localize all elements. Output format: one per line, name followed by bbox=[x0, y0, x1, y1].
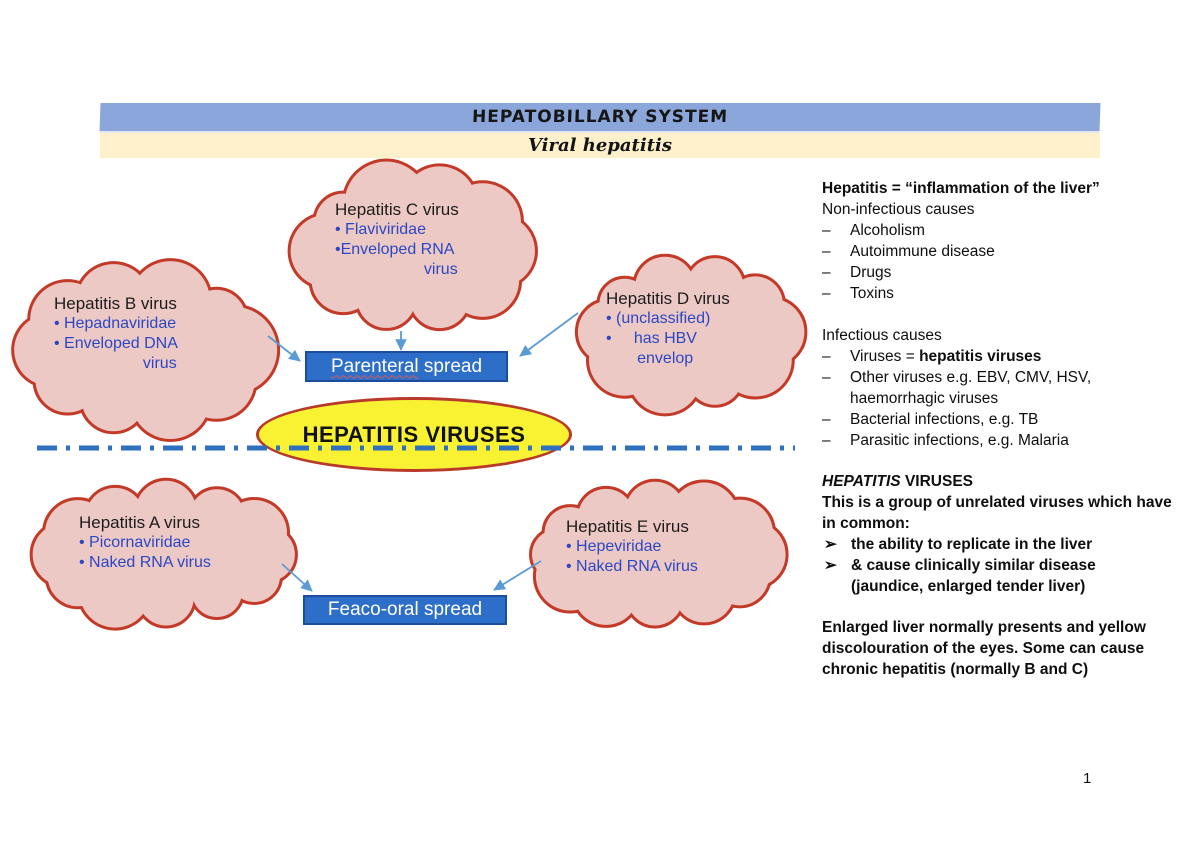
feaco-oral-spread-box: Feaco-oral spread bbox=[303, 595, 507, 625]
list-item: – Drugs bbox=[822, 262, 1172, 283]
spacer bbox=[822, 304, 1172, 325]
cloud-bullet: virus bbox=[335, 261, 458, 278]
list-item-text: Parasitic infections, e.g. Malaria bbox=[850, 432, 1069, 449]
cloud-hepatitis-c: Hepatitis C virus • Flaviviridae •Envelo… bbox=[287, 158, 538, 336]
cloud-title: Hepatitis C virus bbox=[335, 200, 459, 219]
cloud-hepatitis-a: Hepatitis A virus • Picornaviridae • Nak… bbox=[29, 477, 298, 631]
hepatitis-viruses-label: HEPATITIS VIRUSES bbox=[302, 421, 526, 447]
list-item: – Parasitic infections, e.g. Malaria bbox=[822, 430, 1172, 451]
list-item: – Viruses = hepatitis viruses bbox=[822, 346, 1172, 367]
cloud-bullet: virus bbox=[54, 355, 177, 372]
dash-bullet: – bbox=[822, 243, 831, 260]
cloud-hepatitis-b-text: Hepatitis B virus • Hepadnaviridae • Env… bbox=[54, 293, 178, 374]
cloud-title: Hepatitis A virus bbox=[79, 513, 200, 532]
hepatitis-definition: Hepatitis = “inflammation of the liver” bbox=[822, 180, 1100, 197]
list-item-text: Autoimmune disease bbox=[850, 243, 995, 260]
closing-paragraph: Enlarged liver normally presents and yel… bbox=[822, 619, 1146, 678]
cloud-shape bbox=[29, 477, 298, 631]
cloud-bullet: • Flaviviridae bbox=[335, 221, 426, 238]
dash-bullet: – bbox=[822, 264, 831, 281]
dash-bullet: – bbox=[822, 348, 831, 365]
cloud-bullet: •Enveloped RNA bbox=[335, 241, 455, 258]
hv-section-body: This is a group of unrelated viruses whi… bbox=[822, 494, 1172, 532]
cloud-bullet: • Hepeviridae bbox=[566, 538, 662, 555]
dash-bullet: – bbox=[822, 222, 831, 239]
cloud-hepatitis-c-text: Hepatitis C virus • Flaviviridae •Envelo… bbox=[335, 199, 459, 280]
cloud-hepatitis-d: Hepatitis D virus • (unclassified) • has… bbox=[574, 251, 808, 417]
cloud-bullet: • Naked RNA virus bbox=[566, 558, 698, 575]
list-item-text: Other viruses e.g. EBV, CMV, HSV, haemor… bbox=[850, 369, 1092, 407]
list-item: – Bacterial infections, e.g. TB bbox=[822, 409, 1172, 430]
spacer bbox=[822, 597, 1172, 617]
page-title: HEPATOBILLARY SYSTEM bbox=[471, 107, 729, 127]
list-item: – Alcoholism bbox=[822, 220, 1172, 241]
cloud-bullet: envelop bbox=[606, 350, 694, 367]
dash-bullet: – bbox=[822, 285, 831, 302]
header-title-band: HEPATOBILLARY SYSTEM bbox=[99, 103, 1101, 133]
hepatitis-viruses-ellipse: HEPATITIS VIRUSES bbox=[256, 397, 572, 472]
arrow-bullet: ➢ bbox=[824, 536, 837, 553]
parenteral-label: Parenteral bbox=[330, 355, 419, 377]
arrow-list-item: ➢ the ability to replicate in the liver bbox=[822, 534, 1172, 555]
arrow-bullet: ➢ bbox=[824, 557, 837, 574]
list-item-text: Viruses = hepatitis viruses bbox=[850, 348, 1042, 365]
list-item-text: Drugs bbox=[850, 264, 892, 281]
feaco-oral-label: Feaco-oral spread bbox=[327, 599, 483, 620]
cloud-shape bbox=[529, 478, 789, 629]
header-subtitle-band: Viral hepatitis bbox=[100, 133, 1100, 158]
cloud-bullet: • (unclassified) bbox=[606, 310, 711, 327]
right-text-panel: Hepatitis = “inflammation of the liver” … bbox=[822, 178, 1172, 680]
arrow-item-text: the ability to replicate in the liver bbox=[851, 536, 1093, 553]
list-item-text: Alcoholism bbox=[850, 222, 925, 239]
cloud-title: Hepatitis D virus bbox=[606, 289, 730, 308]
cloud-bullet: • Enveloped DNA bbox=[54, 335, 178, 352]
cloud-hepatitis-e-text: Hepatitis E virus • Hepeviridae • Naked … bbox=[566, 516, 698, 577]
cloud-shape bbox=[574, 253, 808, 417]
cloud-bullet: • Hepadnaviridae bbox=[54, 315, 177, 332]
page-subtitle: Viral hepatitis bbox=[528, 135, 672, 156]
cloud-bullet: • has HBV bbox=[606, 330, 697, 347]
cloud-shape bbox=[287, 158, 538, 332]
cloud-hepatitis-b: Hepatitis B virus • Hepadnaviridae • Env… bbox=[11, 258, 281, 442]
list-item-text: Bacterial infections, e.g. TB bbox=[850, 411, 1039, 428]
parenteral-spread-box: Parenteral spread bbox=[305, 351, 508, 382]
list-item-text: Toxins bbox=[850, 285, 894, 302]
cloud-shape bbox=[11, 258, 281, 442]
spacer bbox=[822, 451, 1172, 471]
parenteral-label-rest: spread bbox=[418, 355, 483, 377]
page-number: 1 bbox=[1083, 770, 1092, 787]
cloud-hepatitis-d-text: Hepatitis D virus • (unclassified) • has… bbox=[606, 288, 730, 369]
cloud-bullet: • Naked RNA virus bbox=[79, 554, 211, 571]
cloud-bullet: • Picornaviridae bbox=[79, 534, 191, 551]
list-item: – Other viruses e.g. EBV, CMV, HSV, haem… bbox=[822, 367, 1172, 409]
noninfectious-header: Non-infectious causes bbox=[822, 201, 975, 218]
dash-bullet: – bbox=[822, 432, 831, 449]
dash-bullet: – bbox=[822, 411, 831, 428]
arrow-item-text: & cause clinically similar disease (jaun… bbox=[851, 557, 1096, 595]
list-item: – Toxins bbox=[822, 283, 1172, 304]
cloud-title: Hepatitis B virus bbox=[54, 294, 177, 313]
cloud-title: Hepatitis E virus bbox=[566, 517, 689, 536]
cloud-hepatitis-e: Hepatitis E virus • Hepeviridae • Naked … bbox=[527, 478, 789, 629]
dash-bullet: – bbox=[822, 369, 831, 386]
arrow-list-item: ➢ & cause clinically similar disease (ja… bbox=[822, 555, 1172, 597]
infectious-header: Infectious causes bbox=[822, 327, 942, 344]
cloud-hepatitis-a-text: Hepatitis A virus • Picornaviridae • Nak… bbox=[79, 512, 211, 573]
hepatitis-viruses-heading: HEPATITIS VIRUSES bbox=[822, 473, 974, 490]
list-item: – Autoimmune disease bbox=[822, 241, 1172, 262]
